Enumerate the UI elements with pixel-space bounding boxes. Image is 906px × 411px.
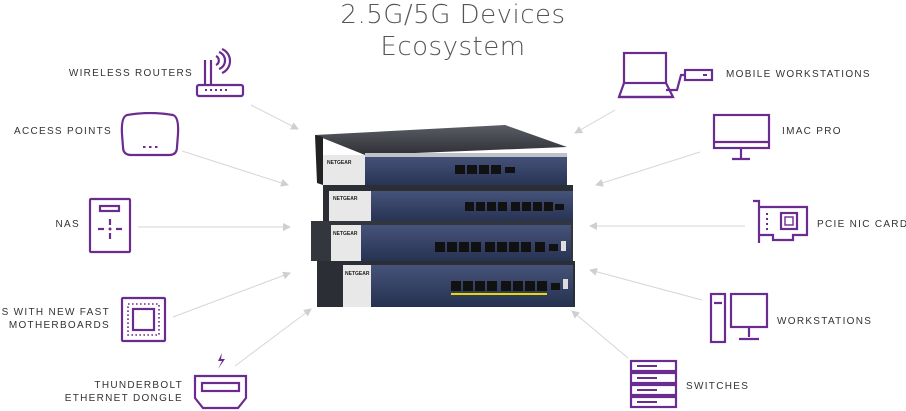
- arrow: [589, 267, 703, 301]
- label-thunderbolt: THUNDERBOLT ETHERNET DONGLE: [65, 379, 183, 405]
- brand-label: NETGEAR: [333, 231, 358, 237]
- desktop-tower-icon: [709, 292, 769, 344]
- switch-stack-image: NETGEAR NETGEAR NETGEAR NETGEAR: [311, 125, 575, 307]
- arrow: [595, 151, 701, 187]
- brand-label: NETGEAR: [327, 160, 352, 166]
- title-line-1: 2.5G/5G Devices: [340, 0, 566, 30]
- server-rack-icon: [629, 359, 678, 409]
- label-wireless-routers: WIRELESS ROUTERS: [68, 68, 193, 79]
- label-nas: NAS: [55, 219, 80, 230]
- wireless-router-icon: [195, 48, 245, 98]
- access-point-icon: [120, 112, 180, 157]
- label-pcie-nic-cards: PCIE NIC CARDS: [817, 219, 906, 230]
- switch-unit: NETGEAR: [323, 185, 573, 223]
- switch-unit: NETGEAR: [311, 221, 573, 263]
- laptop-icon: [617, 51, 714, 99]
- arrow: [172, 271, 291, 318]
- brand-label: NETGEAR: [345, 271, 370, 277]
- label-pcs: PCS WITH NEW FAST MOTHERBOARDS: [0, 306, 110, 332]
- arrow: [250, 104, 299, 130]
- label-mobile-workstations: MOBILE WORKSTATIONS: [726, 69, 871, 80]
- thunderbolt-dongle-icon: [193, 353, 248, 410]
- label-access-points: ACCESS POINTS: [13, 126, 112, 137]
- label-line: PCS WITH NEW FAST: [0, 307, 110, 318]
- motherboard-chip-icon: [120, 296, 167, 343]
- monitor-icon: [712, 113, 771, 161]
- switch-unit: NETGEAR: [315, 125, 567, 189]
- label-switches: SWITCHES: [686, 381, 750, 392]
- switch-unit: NETGEAR: [317, 261, 575, 307]
- pcie-card-icon: [753, 199, 809, 243]
- title-line-2: Ecosystem: [380, 32, 526, 62]
- arrow: [574, 109, 616, 134]
- arrow: [571, 310, 629, 359]
- label-line: ETHERNET DONGLE: [64, 393, 183, 404]
- arrow: [181, 150, 289, 187]
- label-workstations: WORKSTATIONS: [777, 316, 873, 327]
- label-line: MOTHERBOARDS: [8, 320, 110, 331]
- label-line: THUNDERBOLT: [94, 380, 183, 391]
- brand-label: NETGEAR: [333, 196, 358, 202]
- arrow: [234, 308, 312, 367]
- nas-icon: [88, 197, 132, 254]
- label-imac-pro: IMAC PRO: [782, 126, 842, 137]
